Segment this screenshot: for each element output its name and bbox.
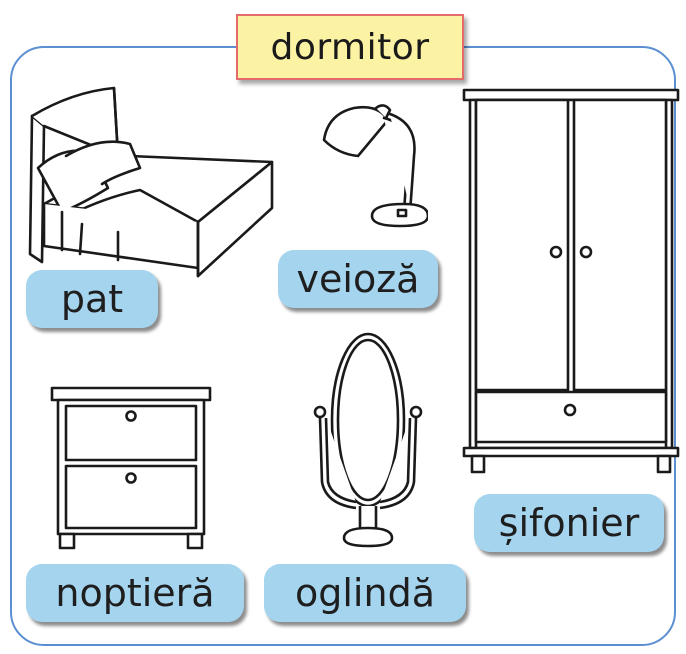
label-mirror: oglindă bbox=[264, 564, 466, 622]
wardrobe-icon bbox=[460, 86, 682, 476]
label-lamp: veioză bbox=[278, 250, 438, 308]
label-nightstand: noptieră bbox=[26, 564, 244, 622]
label-wardrobe: șifonier bbox=[474, 494, 664, 552]
label-bed: pat bbox=[26, 270, 158, 328]
mirror-icon bbox=[308, 332, 428, 552]
title-box: dormitor bbox=[236, 14, 464, 80]
bed-icon bbox=[22, 86, 278, 282]
lamp-icon bbox=[318, 94, 428, 234]
nightstand-icon bbox=[50, 386, 212, 552]
page-title: dormitor bbox=[270, 26, 430, 68]
